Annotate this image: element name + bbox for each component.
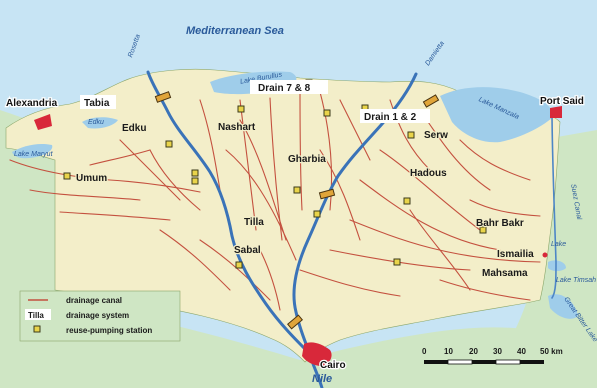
tabia-label: Tabia [84,98,110,109]
legend-station-label: reuse-pumping station [66,326,152,335]
drain-1-2-label-bg [360,109,430,123]
drainage-canals [9,89,541,311]
alexandria-city-area [34,114,52,130]
scale-bar: 0 10 20 30 40 50 km [422,347,563,365]
lake-timsah-label-1: Lake [551,241,566,248]
scale-tick-50: 50 km [540,347,563,356]
lake-timsah [548,260,566,271]
scale-tick-0: 0 [422,347,427,356]
gharbia-label: Gharbia [288,154,326,165]
scale-tick-10: 10 [444,347,453,356]
sea-label: Mediterranean Sea [186,25,284,37]
hadous-label: Hadous [410,168,447,179]
drain-1-2-label: Drain 1 & 2 [364,112,417,123]
pump-damietta-south [287,314,303,330]
tabia-label-bg [80,95,116,109]
scale-bar-segment-2 [447,359,473,365]
lake-edku [82,117,118,129]
tilla-label: Tilla [244,217,264,228]
lake-manzala [440,87,553,143]
bahr-bakr-label: Bahr Bakr [476,218,524,229]
legend-system-sample: Tilla [28,311,44,320]
rosetta-branch [146,70,312,356]
legend-canal-label: drainage canal [66,296,122,305]
ismailia-marker [542,252,548,258]
legend: drainage canal Tilla drainage system reu… [19,290,181,342]
scale-bar-segment-5 [520,360,544,364]
lake-edku-label: Edku [88,119,104,126]
legend-system-label: drainage system [66,311,129,320]
scale-tick-20: 20 [469,347,478,356]
lake-timsah-label: Lake Timsah [556,277,596,284]
scale-bar-segment-3 [472,360,496,364]
mahsama-label: Mahsama [482,268,528,279]
legend-station-swatch [33,325,41,333]
pump-damietta-north [422,94,440,108]
great-bitter-lake [548,294,578,319]
legend-system-swatch-bg [25,309,51,320]
suez-canal [551,109,557,299]
alexandria-label: Alexandria [6,98,58,109]
cairo-city-area [302,342,332,366]
pump-rosetta [154,91,172,103]
scale-tick-40: 40 [517,347,526,356]
lake-maryut [12,143,53,159]
drain-7-8-label-bg [250,80,328,94]
scale-bar-segment-4 [495,359,521,365]
nashart-label: Nashart [218,122,256,133]
edku-label: Edku [122,123,146,134]
serw-label: Serw [424,130,448,141]
scale-bar-segment-1 [424,360,448,364]
umum-label: Umum [76,173,107,184]
ismailia-label: Ismailia [497,249,534,260]
port-said-label: Port Said [540,96,584,107]
cairo-label: Cairo [320,360,346,371]
drain-7-8-label: Drain 7 & 8 [258,83,311,94]
nile-label: Nile [312,373,332,385]
port-said-city-area [550,106,562,118]
pump-damietta-mid [318,188,336,200]
scale-tick-30: 30 [493,347,502,356]
sabal-label: Sabal [234,245,261,256]
lake-maryut-label: Lake Maryut [14,151,54,158]
